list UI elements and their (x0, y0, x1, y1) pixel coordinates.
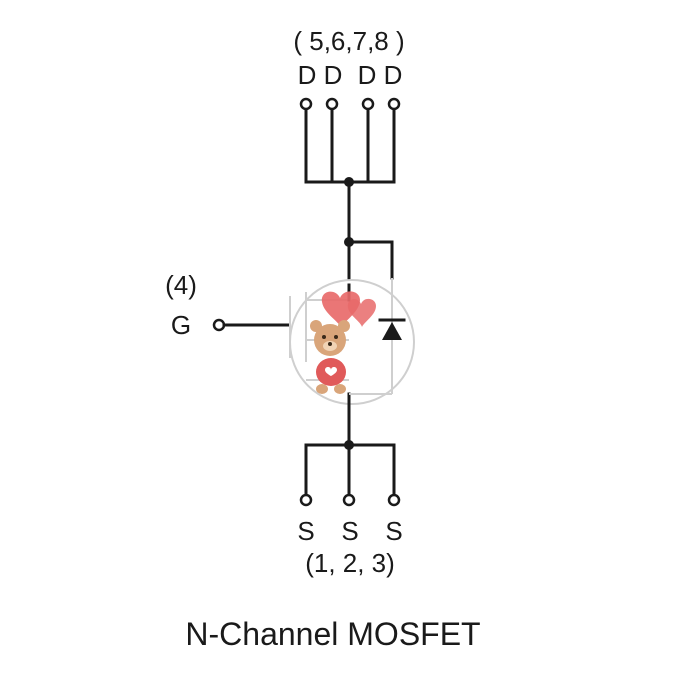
source-letter: S (341, 516, 358, 546)
body-diode-icon (378, 318, 406, 340)
teddy-bear-sticker-icon (310, 291, 376, 394)
diagram-title: N-Channel MOSFET (185, 616, 480, 652)
source-pin (387, 493, 401, 507)
drain-letter: D (358, 60, 377, 90)
drain-pins-label: ( 5,6,7,8 ) (293, 26, 404, 56)
gate-pin-label: (4) (165, 270, 197, 300)
drain-leads (304, 108, 396, 280)
source-pin (299, 493, 313, 507)
gate-letter: G (171, 310, 191, 340)
drain-letter: D (298, 60, 317, 90)
source-letter: S (385, 516, 402, 546)
drain-junction (344, 237, 354, 247)
drain-letter: D (384, 60, 403, 90)
source-junction (344, 440, 354, 450)
drain-pin (325, 97, 339, 111)
source-pins-label: (1, 2, 3) (305, 548, 395, 578)
source-pin (342, 493, 356, 507)
transistor-body (289, 278, 415, 442)
drain-pin (299, 97, 313, 111)
source-letter: S (297, 516, 314, 546)
drain-pin (361, 97, 375, 111)
drain-letter: D (324, 60, 343, 90)
drain-junction (344, 177, 354, 187)
drain-pin (387, 97, 401, 111)
